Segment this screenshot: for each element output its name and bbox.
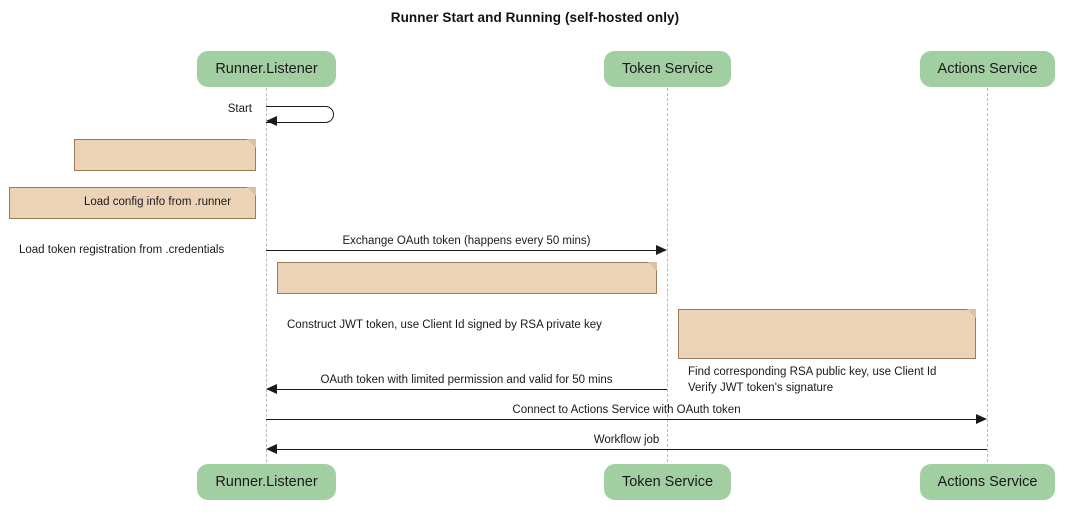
lifeline-actions	[987, 88, 988, 462]
message-line-connect-actions-service[interactable]	[266, 419, 976, 420]
arrowhead-start	[266, 116, 277, 126]
note-construct-jwt-token: Construct JWT token, use Client Id signe…	[277, 262, 657, 331]
participant-header-token-service[interactable]: Token Service	[604, 51, 731, 87]
note-fold-icon	[967, 309, 976, 318]
participant-footer-runner-listener[interactable]: Runner.Listener	[197, 464, 336, 500]
participant-footer-actions-service[interactable]: Actions Service	[920, 464, 1055, 500]
participant-label: Runner.Listener	[215, 61, 318, 77]
note-load-config-info: Load config info from .runner	[74, 139, 256, 208]
note-text: Construct JWT token, use Client Id signe…	[287, 319, 602, 331]
participant-label: Actions Service	[937, 474, 1038, 490]
message-label-exchange-oauth-token: Exchange OAuth token (happens every 50 m…	[342, 235, 591, 247]
arrowhead-exchange-oauth-token	[656, 245, 667, 255]
message-label-connect-actions-service: Connect to Actions Service with OAuth to…	[512, 404, 741, 416]
note-text: Find corresponding RSA public key, use C…	[688, 366, 937, 394]
participant-header-actions-service[interactable]: Actions Service	[920, 51, 1055, 87]
note-load-token-registration: Load token registration from .credential…	[9, 187, 256, 256]
note-text: Load config info from .runner	[84, 196, 232, 208]
participant-label: Token Service	[621, 474, 714, 490]
note-fold-icon	[247, 187, 256, 196]
participant-label: Actions Service	[937, 61, 1038, 77]
participant-footer-token-service[interactable]: Token Service	[604, 464, 731, 500]
note-fold-icon	[648, 262, 657, 271]
message-line-oauth-token-response[interactable]	[277, 389, 667, 390]
message-label-start: Start	[227, 103, 252, 115]
lifeline-runner	[266, 88, 267, 462]
participant-header-runner-listener[interactable]: Runner.Listener	[197, 51, 336, 87]
message-label-workflow-job: Workflow job	[593, 434, 660, 446]
message-line-exchange-oauth-token[interactable]	[266, 250, 656, 251]
participant-label: Token Service	[621, 61, 714, 77]
diagram-title: Runner Start and Running (self-hosted on…	[390, 10, 680, 25]
arrowhead-connect-actions-service	[976, 414, 987, 424]
note-verify-jwt-signature: Find corresponding RSA public key, use C…	[678, 309, 976, 394]
arrowhead-oauth-token-response	[266, 384, 277, 394]
lifeline-token	[667, 88, 668, 462]
message-label-oauth-token-response: OAuth token with limited permission and …	[320, 374, 613, 386]
participant-label: Runner.Listener	[215, 474, 318, 490]
note-fold-icon	[247, 139, 256, 148]
arrowhead-workflow-job	[266, 444, 277, 454]
message-line-workflow-job[interactable]	[277, 449, 987, 450]
note-text: Load token registration from .credential…	[19, 244, 225, 256]
message-self-start[interactable]	[266, 106, 334, 123]
